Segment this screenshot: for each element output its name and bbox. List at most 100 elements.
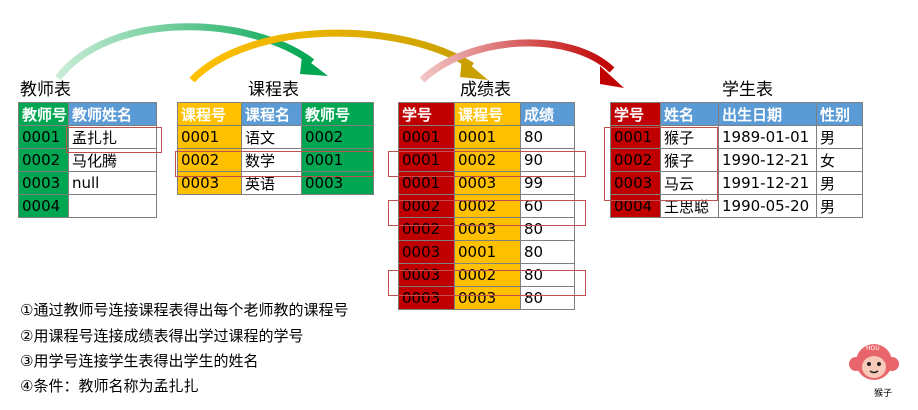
- student-table-title: 学生表: [722, 80, 773, 100]
- table-cell: 0002: [454, 194, 521, 218]
- table-cell: 孟扎扎: [68, 125, 157, 149]
- table-cell: 80: [520, 125, 575, 149]
- table-cell: 猴子: [660, 148, 719, 172]
- column-header: 学号: [398, 102, 455, 126]
- table-cell: 1990-12-21: [718, 148, 817, 172]
- table-cell: 0003: [454, 217, 521, 241]
- table-cell: 男: [816, 125, 863, 149]
- table-header-row: 学号 姓名 出生日期 性别: [610, 102, 863, 126]
- table-cell: 80: [520, 263, 575, 287]
- table-cell: 0001: [398, 148, 455, 172]
- table-cell: 0001: [454, 240, 521, 264]
- teacher-table-title: 教师表: [20, 80, 71, 100]
- column-header: 教师号: [301, 102, 374, 126]
- table-cell: 女: [816, 148, 863, 172]
- table-cell: 马云: [660, 171, 719, 195]
- table-cell: 0001: [18, 125, 69, 149]
- step-1-text: ①通过教师号连接课程表得出每个老师教的课程号: [20, 301, 349, 319]
- table-cell: 0003: [18, 171, 69, 195]
- table-cell: 80: [520, 217, 575, 241]
- column-header: 学号: [610, 102, 661, 126]
- logo-badge: HOU: [866, 345, 880, 352]
- table-cell: 男: [816, 171, 863, 195]
- table-cell: 0003: [610, 171, 661, 195]
- table-cell: 0002: [398, 194, 455, 218]
- step-2-text: ②用课程号连接成绩表得出学过课程的学号: [20, 327, 304, 345]
- table-cell: 0002: [18, 148, 69, 172]
- monkey-logo: HOU 猴子: [848, 340, 900, 400]
- table-cell: [68, 194, 157, 218]
- table-cell: 马化腾: [68, 148, 157, 172]
- table-cell: 0003: [398, 263, 455, 287]
- column-header: 姓名: [660, 102, 719, 126]
- table-cell: 0003: [177, 171, 242, 195]
- table-cell: 0003: [454, 171, 521, 195]
- table-cell: 0001: [398, 125, 455, 149]
- table-cell: 0001: [177, 125, 242, 149]
- column-header: 出生日期: [718, 102, 817, 126]
- table-cell: 1991-12-21: [718, 171, 817, 195]
- table-cell: 99: [520, 171, 575, 195]
- table-cell: 0001: [301, 148, 374, 172]
- table-cell: 语文: [241, 125, 302, 149]
- table-cell: 0002: [398, 217, 455, 241]
- table-header-row: 课程号 课程名 教师号: [177, 102, 374, 126]
- table-cell: 90: [520, 148, 575, 172]
- table-cell: 0001: [610, 125, 661, 149]
- column-header: 教师号: [18, 102, 69, 126]
- monkey-face-icon: [849, 344, 899, 380]
- column-header: 性别: [816, 102, 863, 126]
- table-header-row: 学号 课程号 成绩: [398, 102, 575, 126]
- column-header: 课程名: [241, 102, 302, 126]
- table-row: 0004: [18, 194, 157, 218]
- table-cell: 80: [520, 240, 575, 264]
- score-table-title: 成绩表: [460, 80, 511, 100]
- step-4-text: ④条件：教师名称为孟扎扎: [20, 377, 199, 395]
- table-cell: 1989-01-01: [718, 125, 817, 149]
- column-header: 教师姓名: [68, 102, 157, 126]
- table-cell: 0004: [610, 194, 661, 218]
- table-header-row: 教师号 教师姓名: [18, 102, 157, 126]
- step-3-text: ③用学号连接学生表得出学生的姓名: [20, 352, 259, 370]
- table-cell: 0001: [398, 171, 455, 195]
- logo-text: 猴子: [874, 389, 893, 399]
- table-cell: 英语: [241, 171, 302, 195]
- table-cell: null: [68, 171, 157, 195]
- table-cell: 0002: [454, 263, 521, 287]
- column-header: 课程号: [454, 102, 521, 126]
- table-cell: 0003: [398, 240, 455, 264]
- table-cell: 0004: [18, 194, 69, 218]
- table-cell: 男: [816, 194, 863, 218]
- table-cell: 0002: [610, 148, 661, 172]
- column-header: 课程号: [177, 102, 242, 126]
- table-cell: 0002: [301, 125, 374, 149]
- table-cell: 80: [520, 286, 575, 310]
- table-cell: 0003: [398, 286, 455, 310]
- arrow-course-to-score: [189, 29, 488, 83]
- arrow-score-to-student: [419, 39, 624, 88]
- table-cell: 数学: [241, 148, 302, 172]
- table-cell: 1990-05-20: [718, 194, 817, 218]
- table-cell: 0002: [177, 148, 242, 172]
